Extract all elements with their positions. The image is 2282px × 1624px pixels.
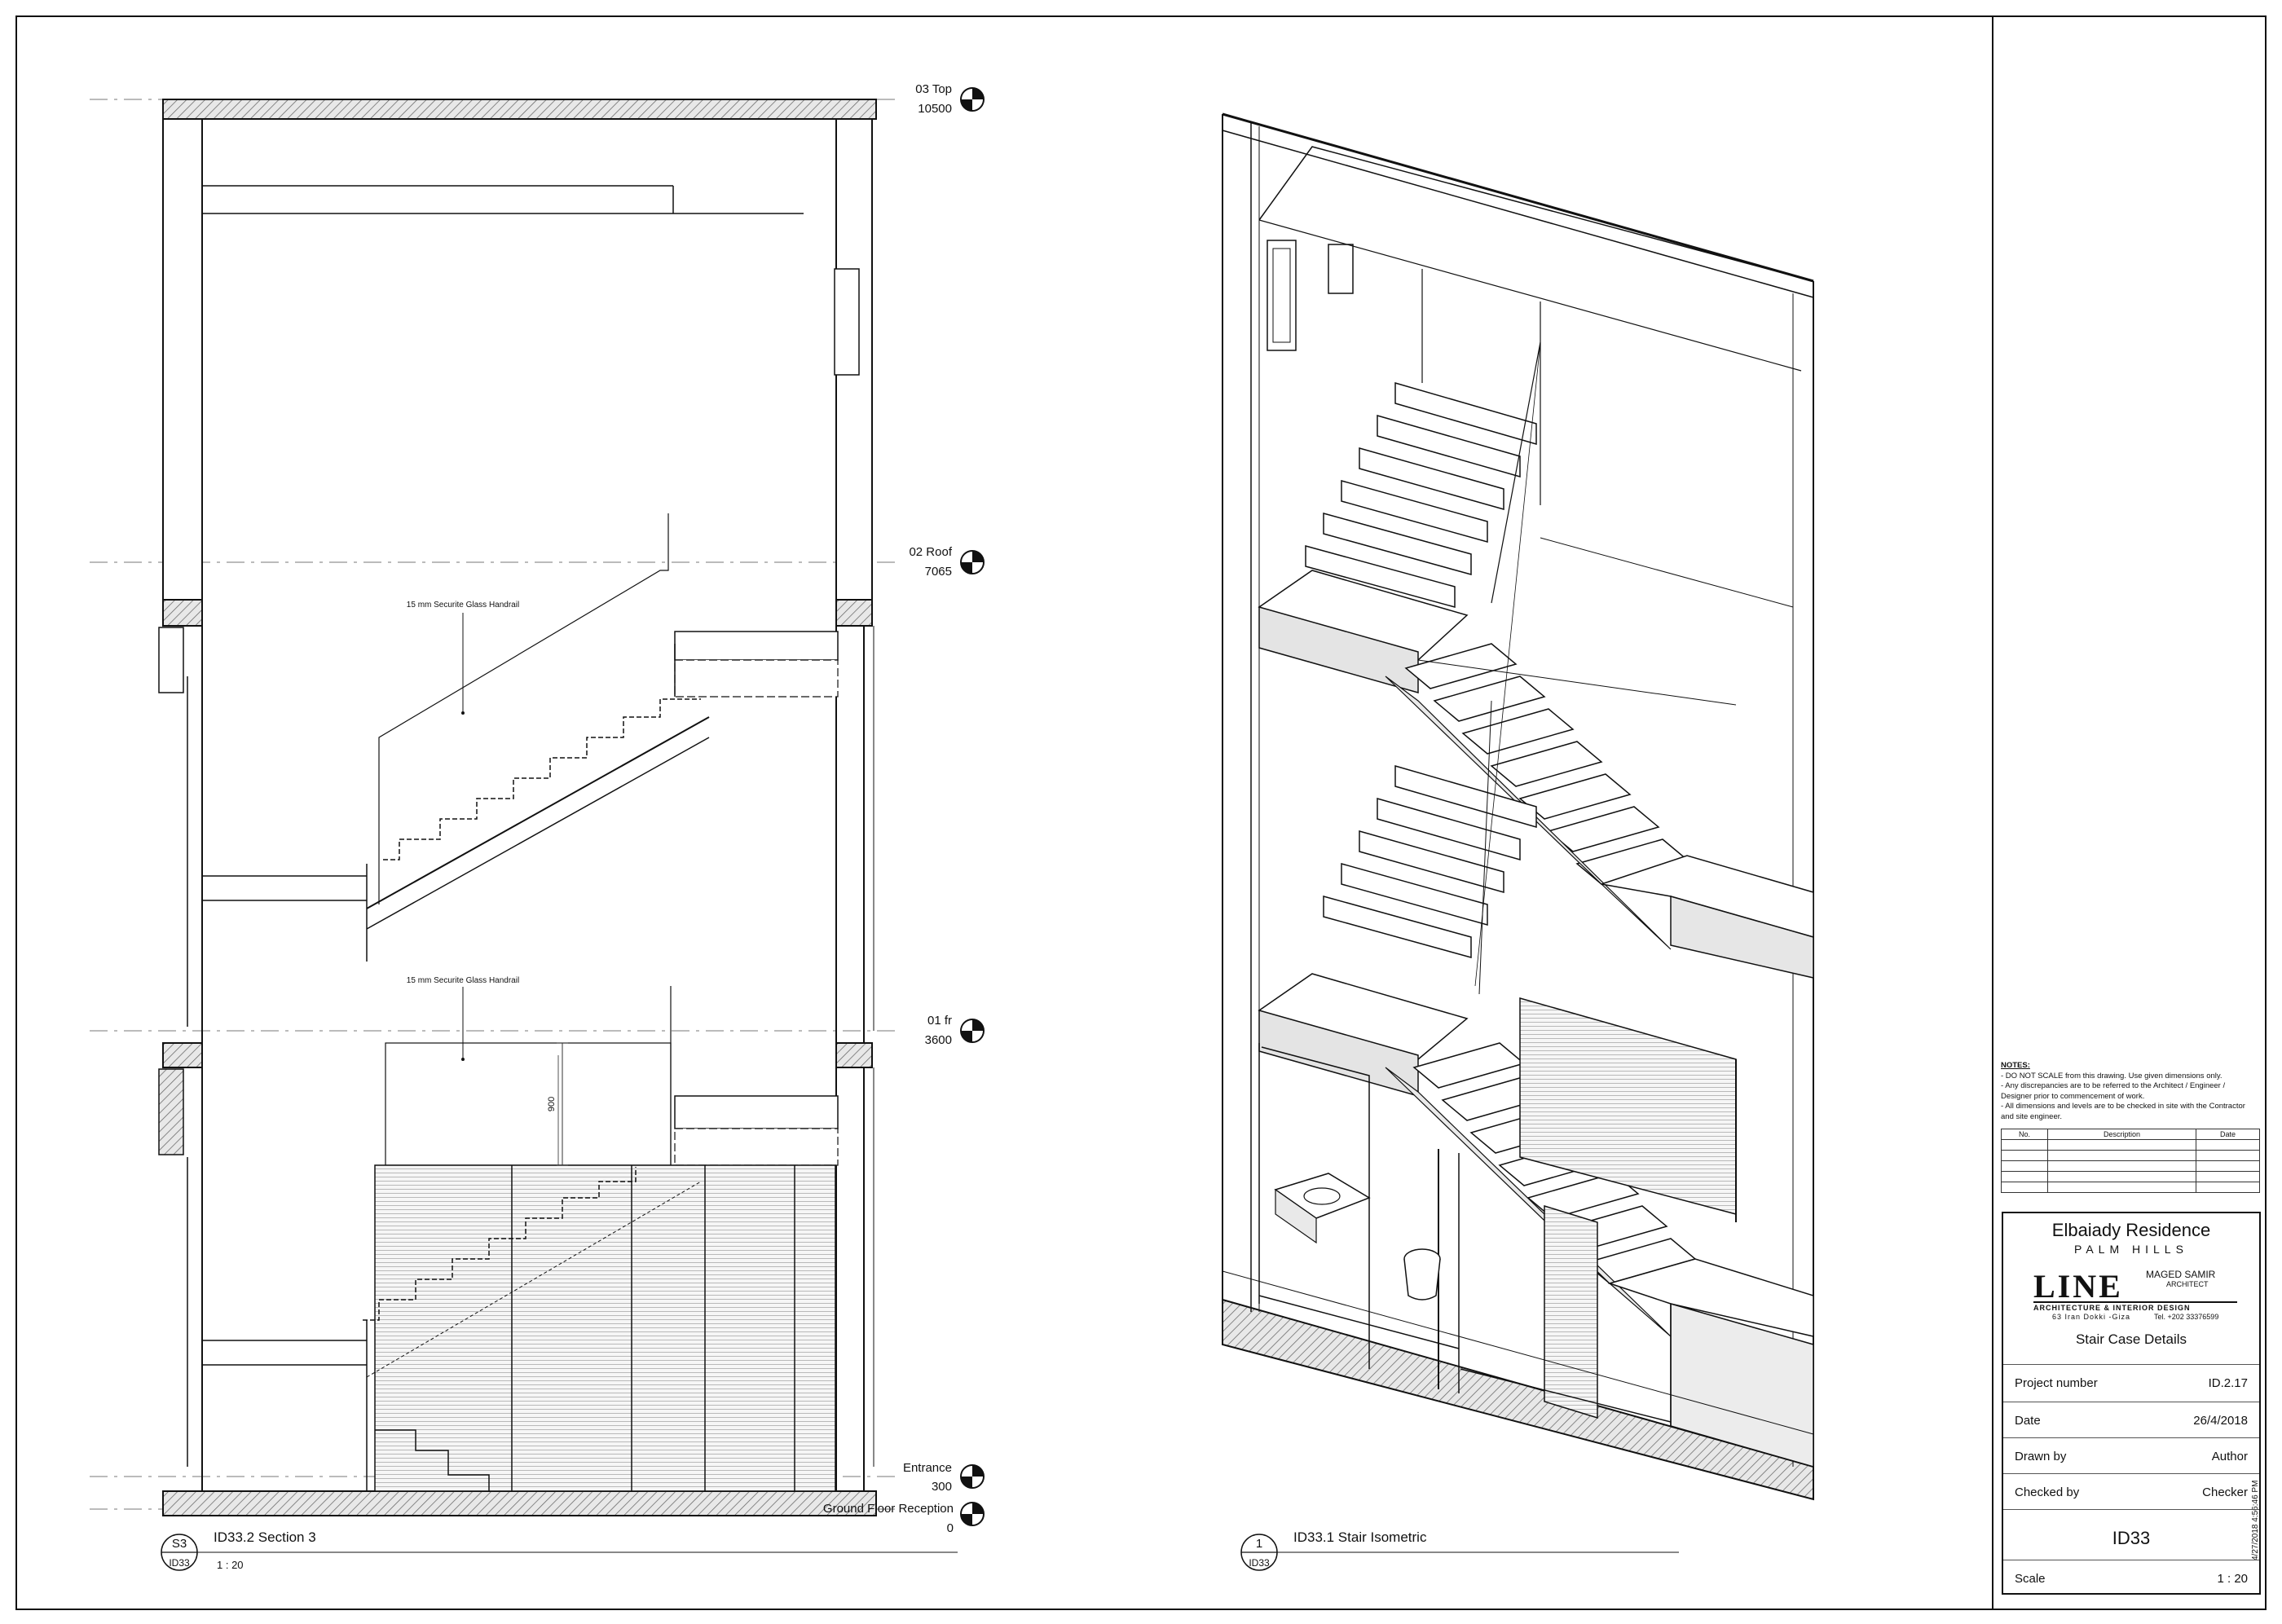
level-name: 02 Roof	[909, 545, 952, 559]
firm-phone: Tel. +202 33376599	[2154, 1313, 2219, 1321]
level-target-icon	[960, 1019, 985, 1043]
field-label: Drawn by	[2015, 1450, 2067, 1463]
notes-heading: NOTES:	[2001, 1061, 2030, 1070]
scale-row: Scale 1 : 20	[2003, 1560, 2259, 1595]
section-3-drawing	[90, 99, 896, 1516]
field-value: ID.2.17	[2208, 1376, 2248, 1390]
firm-logo: LINE	[2033, 1268, 2123, 1305]
field-label: Date	[2015, 1414, 2041, 1428]
level-name: Ground Floor Reception	[823, 1502, 954, 1516]
level-elevation: 7065	[925, 565, 952, 579]
checked-by-row: Checked by Checker	[2003, 1473, 2259, 1510]
field-value: Author	[2211, 1450, 2248, 1463]
firm-principal: MAGED SAMIR	[2146, 1269, 2216, 1280]
note-line: - All dimensions and levels are to be ch…	[2001, 1102, 2245, 1111]
level-name: 01 fr	[927, 1014, 952, 1028]
level-elevation: 10500	[918, 102, 952, 116]
general-notes: NOTES: - DO NOT SCALE from this drawing.…	[2001, 1061, 2262, 1122]
level-heads: 03 Top 10500 02 Roof 7065 01 fr 3600 Ent…	[823, 82, 985, 1535]
scale-value: 1 : 20	[2217, 1572, 2248, 1586]
level-target-icon	[960, 87, 985, 112]
level-name: Entrance	[903, 1461, 952, 1475]
view-tag: 1	[1256, 1537, 1262, 1551]
field-value: 26/4/2018	[2193, 1414, 2248, 1428]
view-title-isometric: 1 ID33 ID33.1 Stair Isometric	[1240, 1529, 1679, 1571]
sheet-title: Stair Case Details	[2075, 1331, 2187, 1347]
note-line: and site engineer.	[2001, 1111, 2063, 1121]
firm-address: 63 Iran Dokki -Giza	[2052, 1313, 2131, 1321]
sheet-number-row: ID33	[2003, 1509, 2259, 1560]
firm-principal-title: ARCHITECT	[2166, 1280, 2209, 1288]
revision-col-no: No.	[2001, 1129, 2048, 1140]
note-line: - Any discrepancies are to be referred t…	[2001, 1081, 2226, 1090]
table-row	[2001, 1171, 2260, 1182]
print-timestamp: 4/27/2018 4:56:46 PM	[2251, 1481, 2260, 1560]
level-target-icon	[960, 1464, 985, 1489]
date-row: Date 26/4/2018	[2003, 1402, 2259, 1438]
note-line: - DO NOT SCALE from this drawing. Use gi…	[2001, 1071, 2223, 1080]
table-row	[2001, 1150, 2260, 1161]
revision-col-description: Description	[2047, 1129, 2196, 1140]
view-title: ID33.2 Section 3	[214, 1529, 316, 1545]
handrail-annotation: 15 mm Securite Glass Handrail	[407, 601, 519, 610]
field-label: Project number	[2015, 1376, 2098, 1390]
project-name: Elbaiady Residence	[2051, 1220, 2211, 1240]
firm-tagline: ARCHITECTURE & INTERIOR DESIGN	[2033, 1304, 2191, 1312]
revision-col-date: Date	[2196, 1129, 2260, 1140]
revision-header-row: No. Description Date	[2001, 1129, 2260, 1140]
table-row	[2001, 1160, 2260, 1172]
note-line: Designer prior to commencement of work.	[2001, 1091, 2145, 1101]
level-target-icon	[960, 550, 985, 574]
level-elevation: 300	[932, 1480, 952, 1494]
sheet-number: ID33	[2112, 1528, 2151, 1548]
table-row	[2001, 1139, 2260, 1151]
level-elevation: 3600	[925, 1033, 952, 1047]
drawn-by-row: Drawn by Author	[2003, 1437, 2259, 1474]
view-ref: ID33	[1249, 1557, 1270, 1569]
dimension-label: 900	[547, 1097, 557, 1111]
handrail-annotation: 15 mm Securite Glass Handrail	[407, 976, 519, 985]
field-label: Checked by	[2015, 1485, 2080, 1499]
level-elevation: 0	[947, 1521, 954, 1535]
project-number-row: Project number ID.2.17	[2003, 1364, 2259, 1402]
level-name: 03 Top	[915, 82, 952, 96]
view-tag: S3	[172, 1537, 187, 1551]
view-ref: ID33	[169, 1557, 190, 1569]
view-title-section: S3 ID33 ID33.2 Section 3 1 : 20	[161, 1529, 958, 1571]
revision-table: No. Description Date	[2001, 1129, 2260, 1193]
view-scale: 1 : 20	[217, 1559, 244, 1571]
sheet-border	[15, 15, 2267, 1610]
title-block: Elbaiady Residence PALM HILLS LINE MAGED…	[2002, 1212, 2261, 1595]
level-target-icon	[960, 1502, 985, 1526]
field-value: Checker	[2202, 1485, 2248, 1499]
view-title: ID33.1 Stair Isometric	[1293, 1529, 1427, 1545]
project-location: PALM HILLS	[2074, 1243, 2188, 1256]
table-row	[2001, 1182, 2260, 1193]
logo-rule	[2033, 1301, 2237, 1303]
stair-isometric-drawing	[1222, 112, 1814, 1501]
scale-label: Scale	[2015, 1572, 2046, 1586]
